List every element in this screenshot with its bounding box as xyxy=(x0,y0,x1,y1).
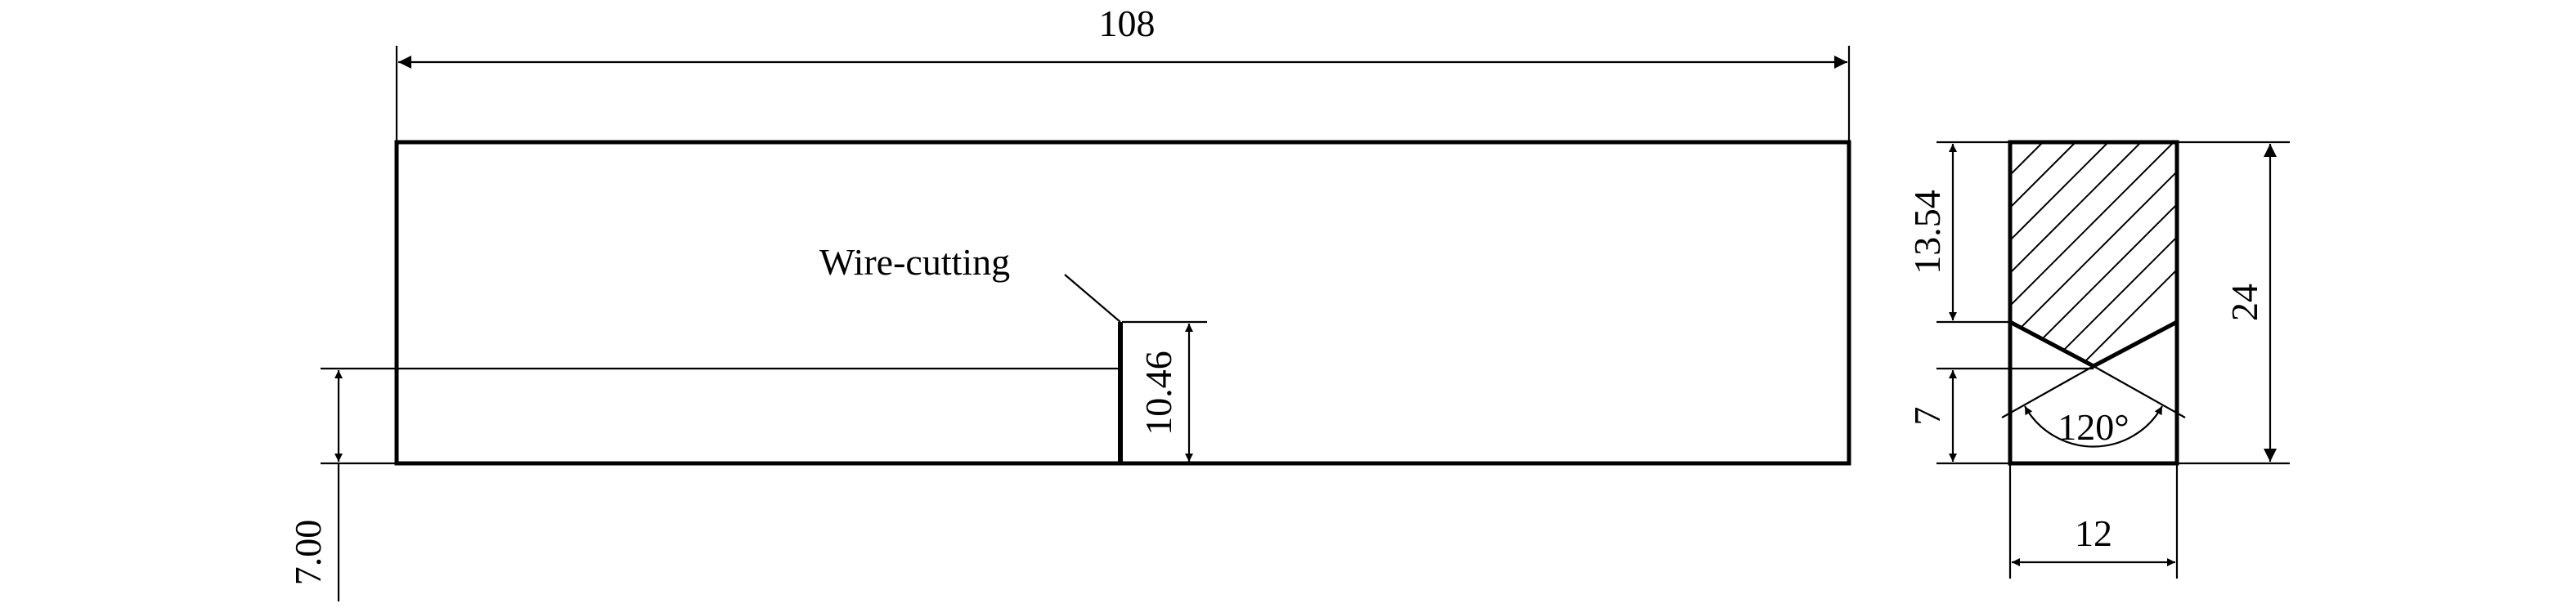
side-view: 120° 13.54 7 24 12 xyxy=(1906,140,2290,579)
notch-leader-line xyxy=(1064,274,1121,323)
angle-arc xyxy=(2024,405,2163,448)
cross-section-outline xyxy=(2008,140,2179,466)
angle-label: 120° xyxy=(2058,406,2129,448)
length-label: 108 xyxy=(1099,2,1156,44)
total-height-label: 24 xyxy=(2224,284,2265,321)
notch-label: Wire-cutting xyxy=(819,241,1010,283)
bottom-height-label: 7 xyxy=(1906,407,1948,426)
notch-depth-label: 10.46 xyxy=(1138,351,1179,436)
v-notch xyxy=(2008,320,2179,369)
angle-line-left xyxy=(2001,365,2094,418)
front-view: 108 Wire-cutting 10.46 7.00 xyxy=(287,2,1851,601)
width-label: 12 xyxy=(2075,512,2112,554)
bottom-offset-label: 7.00 xyxy=(287,520,329,586)
top-height-label: 13.54 xyxy=(1906,190,1948,275)
angle-line-right xyxy=(2093,365,2186,418)
